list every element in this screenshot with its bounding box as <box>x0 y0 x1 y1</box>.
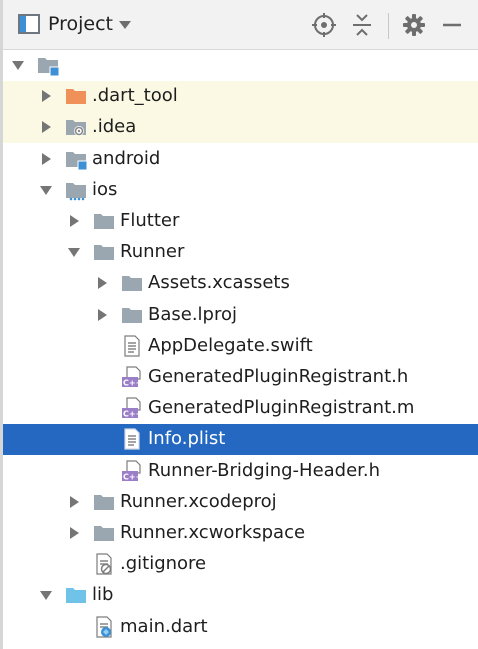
tree-item-label: .gitignore <box>120 553 207 575</box>
chevron-right-icon[interactable] <box>95 276 109 290</box>
tree-item-label: .idea <box>92 116 137 138</box>
svg-text:C++: C++ <box>123 472 142 481</box>
cpp-header-icon: C++ <box>121 459 143 482</box>
svg-text:C++: C++ <box>123 410 142 419</box>
source-folder-icon <box>65 584 87 606</box>
chevron-right-icon[interactable] <box>67 214 81 228</box>
locate-target-icon[interactable] <box>311 12 337 38</box>
tree-item-label: android <box>92 147 161 169</box>
project-view-icon <box>18 14 40 34</box>
folder-icon <box>93 210 115 232</box>
module-folder-icon <box>37 54 59 76</box>
tree-item-flutter[interactable]: Flutter <box>3 206 478 237</box>
cpp-header-icon: C++ <box>121 397 143 419</box>
folder-excluded-icon <box>65 85 87 107</box>
tree-item-info-plist[interactable]: Info.plist <box>3 424 478 456</box>
svg-text:C++: C++ <box>123 379 142 388</box>
folder-icon <box>93 241 115 263</box>
tree-item-assets-xcassets[interactable]: Assets.xcassets <box>3 268 478 299</box>
tree-item-label: ios <box>92 178 118 200</box>
chevron-down-icon[interactable] <box>118 20 132 30</box>
text-file-icon <box>121 428 143 450</box>
tree-item-label: main.dart <box>120 615 208 637</box>
tree-item-ios[interactable]: ios <box>3 175 478 206</box>
folder-idea-icon <box>65 116 87 138</box>
tree-item-label: GeneratedPluginRegistrant.h <box>148 366 409 387</box>
dart-file-icon <box>93 615 115 638</box>
tree-item-label: .dart_tool <box>92 85 178 107</box>
project-view-title[interactable]: Project <box>48 13 114 35</box>
tree-item-label: Runner.xcodeproj <box>120 490 277 512</box>
tree-item-dart-tool[interactable]: .dart_tool <box>3 81 478 113</box>
hide-minimize-icon[interactable] <box>439 12 465 38</box>
folder-icon <box>93 491 115 513</box>
header-separator <box>388 13 389 39</box>
tree-item-label: Assets.xcassets <box>148 272 290 294</box>
tree-item-runner[interactable]: Runner <box>3 237 478 268</box>
folder-icon <box>121 304 143 326</box>
module-folder-icon <box>65 148 87 170</box>
collapse-all-icon[interactable] <box>349 12 375 38</box>
tree-item-generatedpluginregistrant-m[interactable]: C++ GeneratedPluginRegistrant.m <box>3 393 478 424</box>
cpp-header-icon: C++ <box>121 366 143 388</box>
chevron-down-icon[interactable] <box>67 245 81 259</box>
tree-item-lib[interactable]: lib <box>3 580 478 611</box>
tree-item-runner-xcworkspace[interactable]: Runner.xcworkspace <box>3 518 478 549</box>
chevron-down-icon[interactable] <box>39 183 53 197</box>
chevron-right-icon[interactable] <box>95 308 109 322</box>
project-tool-window-header: Project <box>3 0 478 50</box>
tree-item-label: Runner.xcworkspace <box>120 522 306 543</box>
chevron-right-icon[interactable] <box>39 120 53 134</box>
gear-icon[interactable] <box>401 12 427 38</box>
tree-item-label: Base.lproj <box>148 303 237 325</box>
text-file-icon <box>121 335 143 357</box>
tree-item-label: GeneratedPluginRegistrant.m <box>148 397 415 419</box>
chevron-down-icon[interactable] <box>11 58 25 72</box>
tree-item-label: Runner-Bridging-Header.h <box>148 459 381 481</box>
tree-item-android[interactable]: android <box>3 144 478 175</box>
chevron-right-icon[interactable] <box>67 495 81 509</box>
folder-icon <box>93 522 115 544</box>
tree-item-idea[interactable]: .idea <box>3 112 478 144</box>
panel-left-edge <box>0 0 3 649</box>
tree-item-label: AppDelegate.swift <box>148 334 313 356</box>
tree-item-base-lproj[interactable]: Base.lproj <box>3 300 478 331</box>
tree-item-label: lib <box>92 584 114 606</box>
tree-item-runner-bridging-header-h[interactable]: C++ Runner-Bridging-Header.h <box>3 456 478 487</box>
tree-item-label: Info.plist <box>148 428 226 450</box>
tree-item-gitignore[interactable]: .gitignore <box>3 549 478 580</box>
tree-root[interactable] <box>3 50 478 81</box>
tree-item-label: Runner <box>120 241 185 263</box>
tree-item-label: Flutter <box>120 210 180 231</box>
gitignore-file-icon <box>93 553 115 575</box>
tree-item-runner-xcodeproj[interactable]: Runner.xcodeproj <box>3 487 478 518</box>
chevron-right-icon[interactable] <box>67 526 81 540</box>
ios-folder-icon <box>65 179 87 201</box>
chevron-down-icon[interactable] <box>39 588 53 602</box>
folder-icon <box>121 272 143 294</box>
chevron-right-icon[interactable] <box>39 152 53 166</box>
tree-item-appdelegate-swift[interactable]: AppDelegate.swift <box>3 331 478 362</box>
tree-item-generatedpluginregistrant-h[interactable]: C++ GeneratedPluginRegistrant.h <box>3 362 478 393</box>
tree-item-main-dart[interactable]: main.dart <box>3 612 478 643</box>
chevron-right-icon[interactable] <box>39 89 53 103</box>
